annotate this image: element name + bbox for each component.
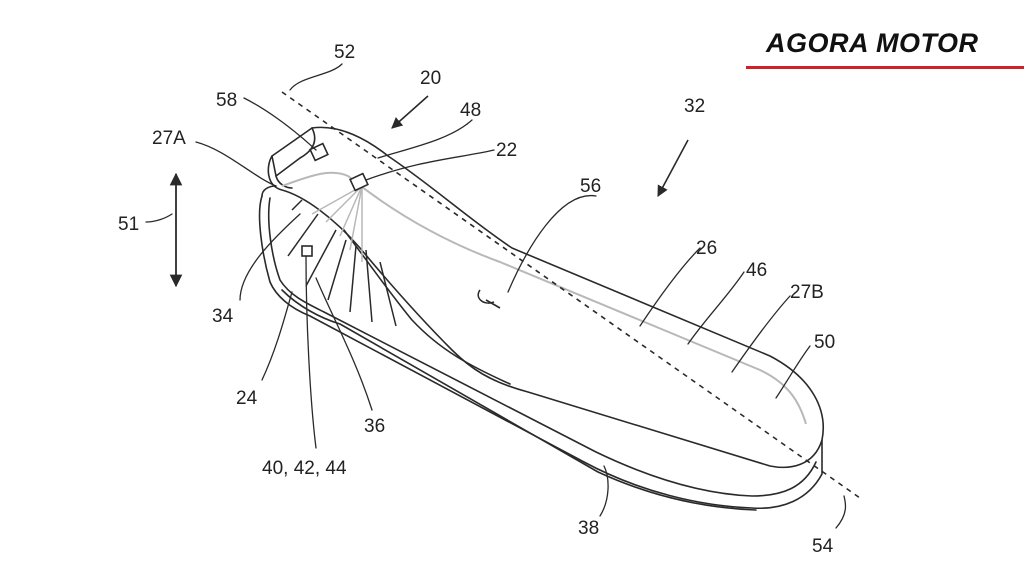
label-32: 32 <box>684 96 705 117</box>
label-58: 58 <box>216 90 237 111</box>
leader-34 <box>239 213 301 301</box>
seat-side-outline <box>258 195 823 510</box>
label-34: 34 <box>212 306 234 327</box>
leader-54 <box>835 495 847 529</box>
label-24: 24 <box>236 388 258 409</box>
seat-base-edge <box>281 289 757 511</box>
seat-cavity-edge <box>343 229 511 385</box>
leader-46 <box>687 271 745 345</box>
leader-56 <box>507 195 597 293</box>
leader-26 <box>639 247 701 327</box>
axis-line-56 <box>485 299 501 309</box>
label-22: 22 <box>496 140 517 161</box>
label-52: 52 <box>334 42 355 63</box>
leader-50 <box>775 345 811 399</box>
label-46: 46 <box>746 260 767 281</box>
leader-51 <box>145 213 173 223</box>
label-404244: 40, 42, 44 <box>262 458 347 479</box>
leader-52 <box>289 63 343 91</box>
label-50: 50 <box>814 332 835 353</box>
axis-line-54 <box>281 91 861 499</box>
label-54: 54 <box>812 536 834 557</box>
leader-58 <box>243 97 317 151</box>
leader-24 <box>261 291 293 381</box>
seat-top-outline <box>267 126 824 469</box>
leader-36 <box>315 277 373 411</box>
leader-22 <box>365 149 495 181</box>
arrow-20 <box>391 95 429 129</box>
angle-arc-56 <box>477 289 495 304</box>
dark-rays <box>287 199 397 327</box>
light-rays <box>311 185 363 262</box>
leader-38 <box>599 465 609 517</box>
leader-404244 <box>305 255 317 449</box>
label-20: 20 <box>420 68 441 89</box>
seat-front-lip <box>261 185 277 197</box>
leader-27a <box>195 141 277 187</box>
leader-48 <box>377 119 473 159</box>
label-36: 36 <box>364 416 385 437</box>
leader-27b <box>731 295 791 373</box>
label-27b: 27B <box>790 282 824 303</box>
seat-center-line <box>281 171 807 425</box>
label-56: 56 <box>580 176 601 197</box>
sensor-22 <box>349 172 369 192</box>
arrow-32 <box>657 139 689 197</box>
label-26: 26 <box>696 238 717 259</box>
sensor-40 <box>301 245 313 257</box>
brand-logo: AGORA MOTOR <box>746 22 1024 70</box>
brand-logo-text: AGORA MOTOR <box>766 28 979 58</box>
seat-inner-side <box>267 197 817 497</box>
brand-logo-underline <box>746 66 1024 69</box>
label-48: 48 <box>460 100 481 121</box>
label-38: 38 <box>578 518 599 539</box>
label-27a: 27A <box>152 128 186 149</box>
label-51: 51 <box>118 214 139 235</box>
seat-nose-top-ridge <box>275 127 316 177</box>
